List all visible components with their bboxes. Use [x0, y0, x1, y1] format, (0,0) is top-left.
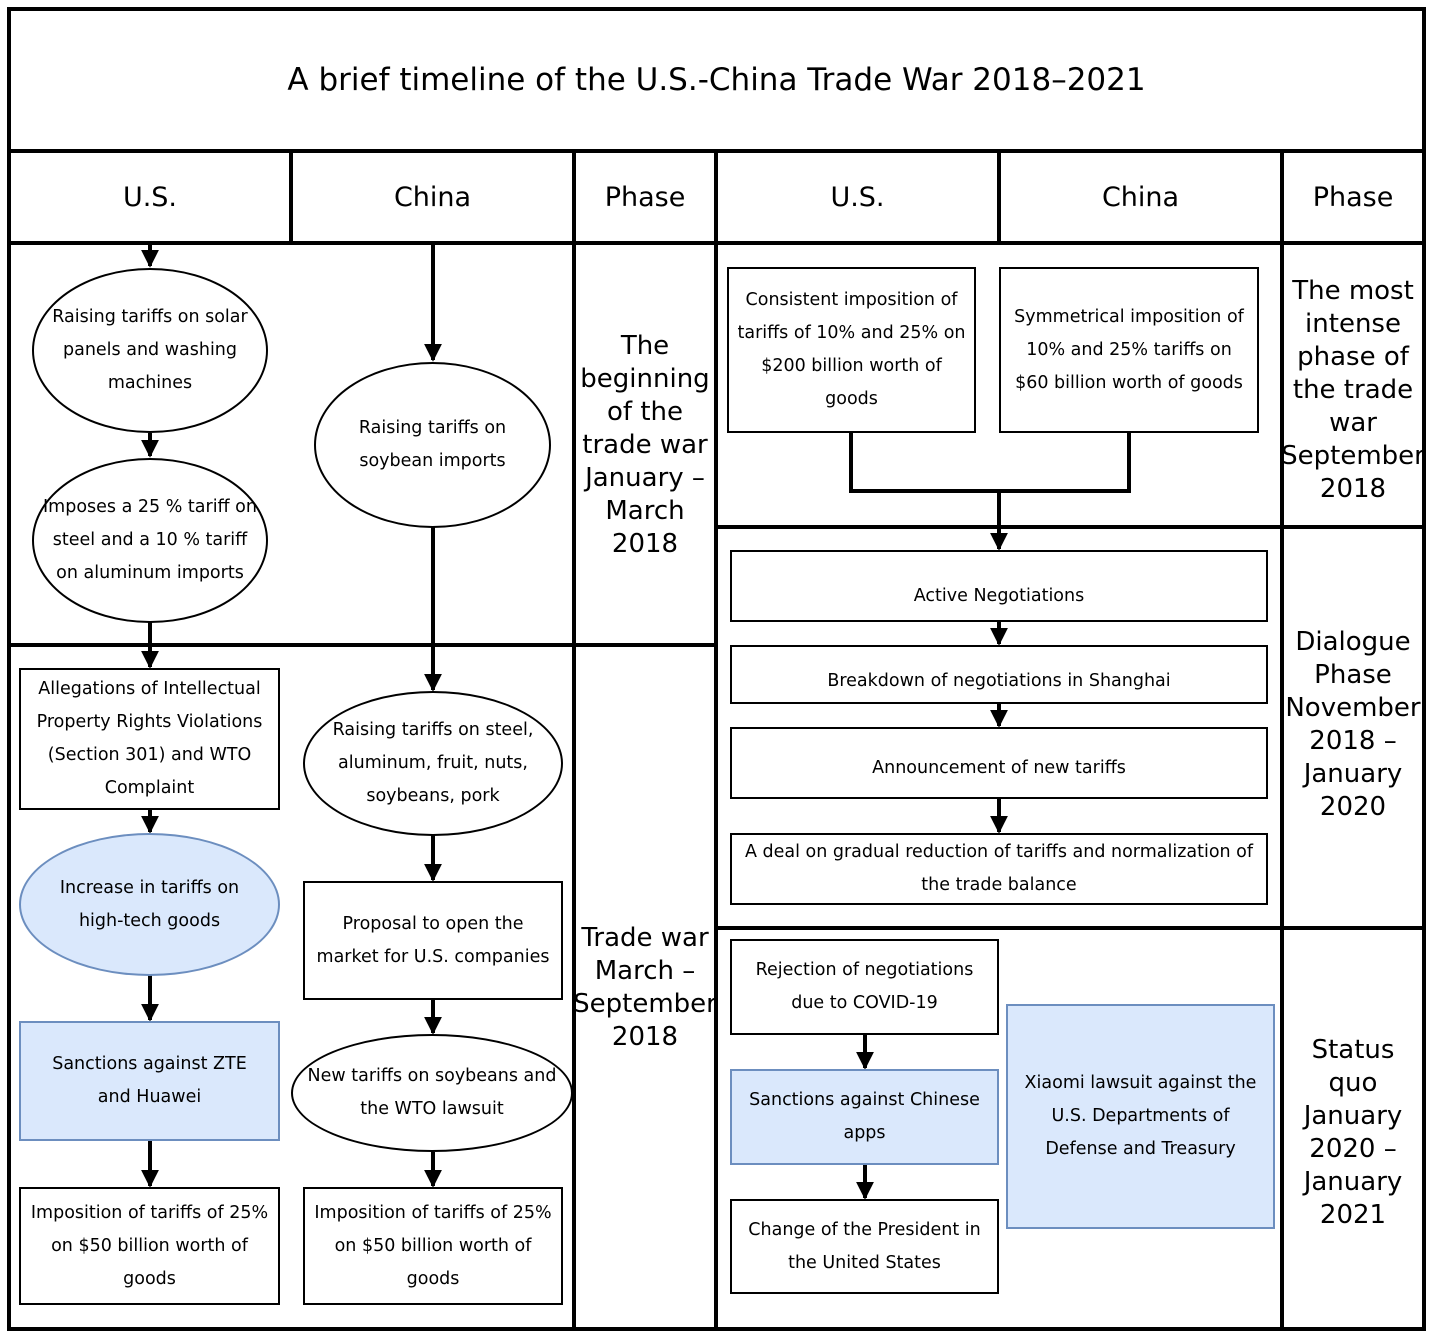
node-president-change: Change of the President in the United St… — [730, 1199, 999, 1294]
node-china-tariffs-50b: Imposition of tariffs of 25% on $50 bill… — [303, 1187, 563, 1305]
node-soybean-tariffs: Raising tariffs on soybean imports — [314, 362, 551, 528]
header-phase-right: Phase — [1312, 181, 1394, 213]
node-us-200b-tariffs: Consistent imposition of tariffs of 10% … — [727, 267, 976, 433]
node-china-60b-tariffs: Symmetrical imposition of 10% and 25% ta… — [999, 267, 1259, 433]
phase-beginning: The beginning of the trade war January –… — [580, 330, 710, 559]
node-breakdown-shanghai: Breakdown of negotiations in Shanghai — [730, 645, 1268, 704]
header-china-right: China — [1101, 181, 1180, 213]
node-china-steel-tariffs: Raising tariffs on steel, aluminum, frui… — [303, 691, 563, 836]
node-active-negotiations: Active Negotiations — [730, 550, 1268, 622]
diagram-title: A brief timeline of the U.S.-China Trade… — [287, 62, 1146, 98]
node-solar-tariffs: Raising tariffs on solar panels and wash… — [32, 268, 268, 433]
node-ip-allegations: Allegations of Intellectual Property Rig… — [19, 668, 280, 810]
node-open-market: Proposal to open the market for U.S. com… — [303, 881, 563, 1000]
node-chinese-apps-sanctions: Sanctions against Chinese apps — [730, 1069, 999, 1165]
header-phase-left: Phase — [604, 181, 686, 213]
node-new-tariffs-announcement: Announcement of new tariffs — [730, 727, 1268, 799]
node-zte-huawei-sanctions: Sanctions against ZTE and Huawei — [19, 1021, 280, 1141]
node-steel-aluminum-tariff: Imposes a 25 % tariff on steel and a 10 … — [32, 458, 268, 623]
node-rejection-covid: Rejection of negotiations due to COVID-1… — [730, 939, 999, 1035]
node-deal-reduction: A deal on gradual reduction of tariffs a… — [730, 833, 1268, 905]
phase-dialogue: Dialogue Phase November 2018 – January 2… — [1285, 627, 1421, 822]
node-hightech-tariffs: Increase in tariffs on high-tech goods — [19, 833, 280, 976]
node-soybeans-wto-lawsuit: New tariffs on soybeans and the WTO laws… — [291, 1034, 573, 1152]
header-china-left: China — [393, 181, 472, 213]
header-us-left: U.S. — [122, 181, 178, 213]
node-xiaomi-lawsuit: Xiaomi lawsuit against the U.S. Departme… — [1006, 1004, 1275, 1229]
connector-intense — [849, 433, 1131, 493]
phase-status-quo: Status quo January 2020 – January 2021 — [1303, 1034, 1403, 1230]
phase-most-intense: The most intense phase of the trade war … — [1281, 275, 1425, 504]
header-us-right: U.S. — [830, 181, 885, 213]
node-us-tariffs-50b: Imposition of tariffs of 25% on $50 bill… — [19, 1187, 280, 1305]
phase-trade-war: Trade war March – September 2018 — [573, 922, 717, 1052]
